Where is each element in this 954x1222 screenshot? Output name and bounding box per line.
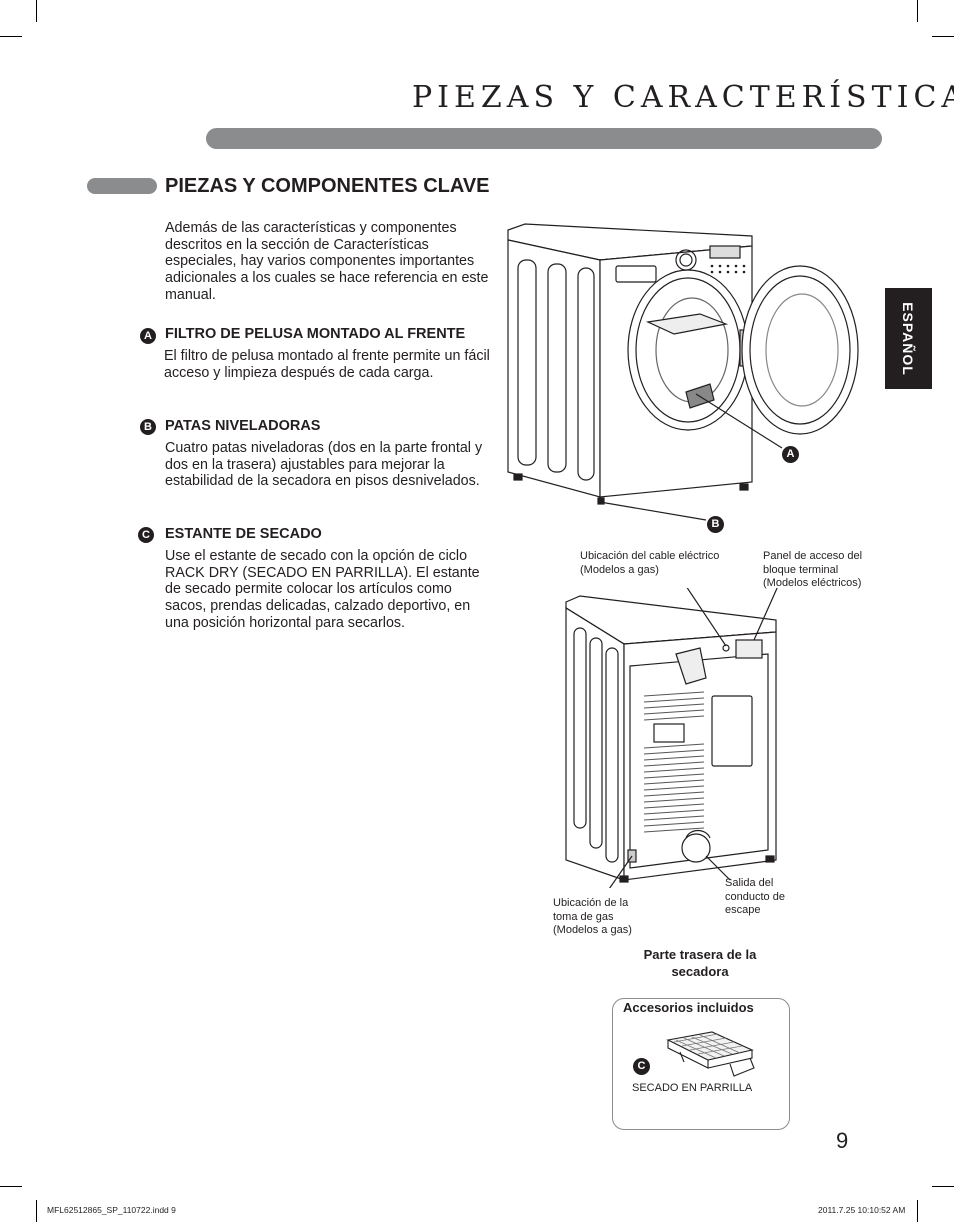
feature-heading-drying-rack: ESTANTE DE SECADO (165, 526, 322, 542)
diagram-badge-b: B (707, 516, 724, 533)
language-tab-label: ESPAÑOL (900, 302, 916, 376)
title-bar (206, 128, 882, 149)
feature-heading-leveling-legs: PATAS NIVELADORAS (165, 418, 321, 434)
footer-timestamp: 2011.7.25 10:10:52 AM (818, 1205, 906, 1215)
page-number: 9 (836, 1128, 849, 1153)
crop-mark (932, 1186, 954, 1187)
section-pill (87, 178, 157, 194)
crop-mark (36, 0, 37, 22)
accessories-box (612, 998, 790, 1130)
language-tab (885, 288, 932, 389)
crop-mark (0, 36, 22, 37)
feature-badge-b: B (140, 419, 156, 435)
rear-dryer-illustration (565, 588, 778, 888)
crop-mark (917, 1200, 918, 1222)
feature-body-leveling-legs: Cuatro patas niveladoras (dos en la part… (165, 440, 483, 490)
accessory-item-label: SECADO EN PARRILLA (632, 1082, 753, 1094)
rear-diagram-caption: Parte trasera de la secadora (643, 947, 757, 979)
intro-paragraph: Además de las características y componen… (165, 220, 489, 303)
crop-mark (0, 1186, 22, 1187)
callout-gas-inlet: Ubicación de la toma de gas (Modelos a g… (553, 897, 632, 936)
callout-power-cord: Ubicación del cable eléctrico (Modelos a… (580, 550, 720, 576)
callout-exhaust: Salida del conducto de escape (725, 877, 785, 916)
callout-terminal-panel: Panel de acceso del bloque terminal (Mod… (763, 550, 863, 589)
feature-body-drying-rack: Use el estante de secado con la opción d… (165, 548, 480, 631)
section-heading: PIEZAS Y COMPONENTES CLAVE (165, 175, 490, 197)
feature-heading-lint-filter: FILTRO DE PELUSA MONTADO AL FRENTE (165, 326, 466, 342)
feature-badge-a: A (140, 328, 156, 344)
crop-mark (932, 36, 954, 37)
diagram-badge-a: A (782, 446, 799, 463)
crop-mark (36, 1200, 37, 1222)
accessories-badge-c: C (633, 1058, 650, 1075)
feature-badge-c: C (138, 527, 154, 543)
drying-rack-illustration (666, 1031, 755, 1077)
footer-file-info: MFL62512865_SP_110722.indd 9 (47, 1205, 176, 1215)
page-title: PIEZAS Y CARACTERÍSTICAS (412, 80, 954, 115)
crop-mark (917, 0, 918, 22)
feature-body-lint-filter: El filtro de pelusa montado al frente pe… (164, 348, 490, 381)
accessories-title: Accesorios incluidos (623, 1000, 754, 1015)
front-dryer-illustration (507, 223, 859, 521)
